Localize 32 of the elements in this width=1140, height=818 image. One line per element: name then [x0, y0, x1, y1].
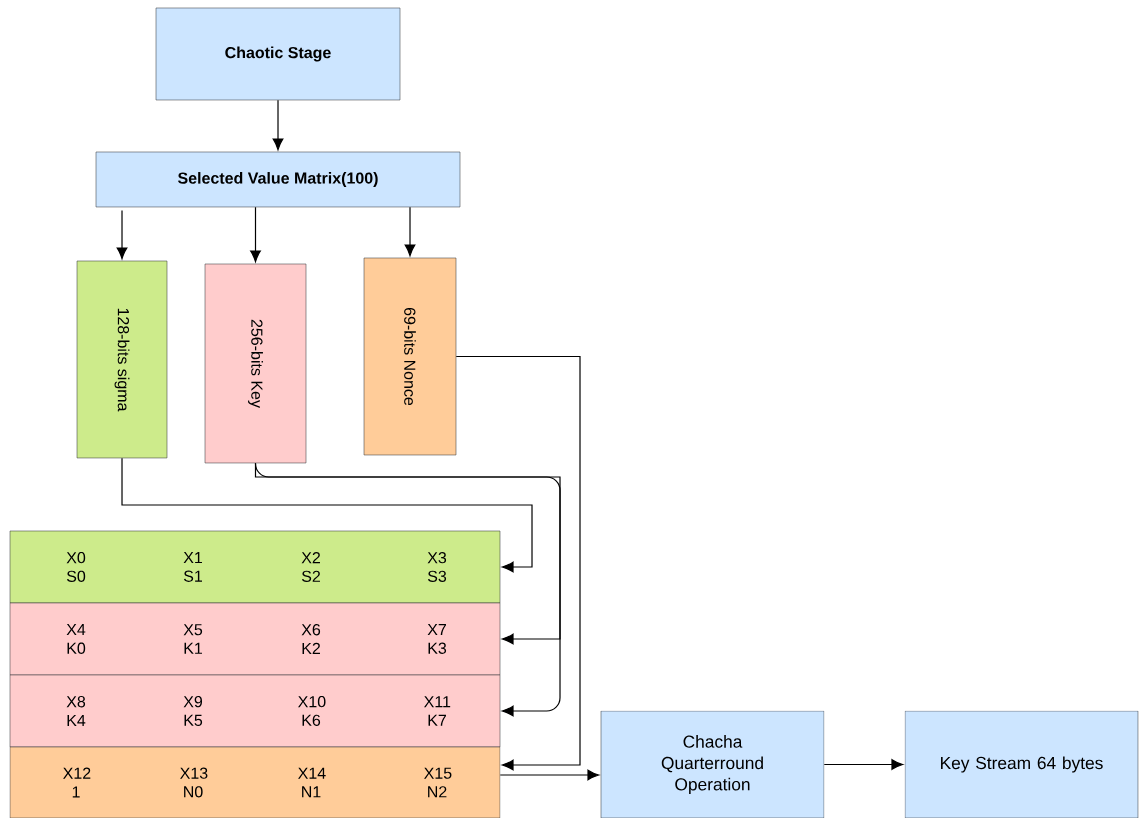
cell-text: X5 K1 [183, 624, 203, 654]
arrow [272, 99, 284, 151]
cell-text: X13 N0 [180, 767, 208, 798]
cell-text: X0 S0 [66, 552, 86, 582]
cell-text: X11 K7 [424, 696, 451, 726]
arrow [404, 206, 416, 257]
input-box: 128-bits sigma [76, 260, 168, 459]
cell-text: X4 K0 [66, 624, 86, 654]
cell-text: X10 K6 [298, 696, 326, 726]
cell-text: X1 S1 [183, 552, 202, 582]
cell-text: X2 S2 [301, 552, 320, 582]
process-box: Key Stream 64 bytes [904, 710, 1139, 818]
arrow [823, 759, 904, 770]
process-box: Chaotic Stage [155, 7, 401, 101]
arrow [250, 206, 261, 263]
process-box: Chacha Quarterround Operation [600, 710, 825, 818]
arrow [254, 462, 561, 717]
process-box: Selected Value Matrix(100) [95, 151, 461, 208]
cell-text: X3 S3 [427, 552, 447, 582]
input-box: 69-bits Nonce [363, 257, 457, 456]
cell-text: X14 N1 [298, 767, 326, 798]
arrow [121, 457, 533, 573]
cell-text: X15 N2 [424, 767, 452, 798]
cell-text: X12 1 [63, 767, 91, 798]
arrow [116, 210, 128, 260]
cell-text: X8 K4 [66, 696, 86, 726]
cell-text: X9 K5 [183, 696, 203, 726]
cell-text: X7 K3 [427, 624, 447, 654]
arrow [455, 355, 581, 771]
cell-text: X6 K2 [301, 624, 321, 654]
input-box: 256-bits Key [204, 263, 307, 464]
arrow [499, 769, 600, 781]
